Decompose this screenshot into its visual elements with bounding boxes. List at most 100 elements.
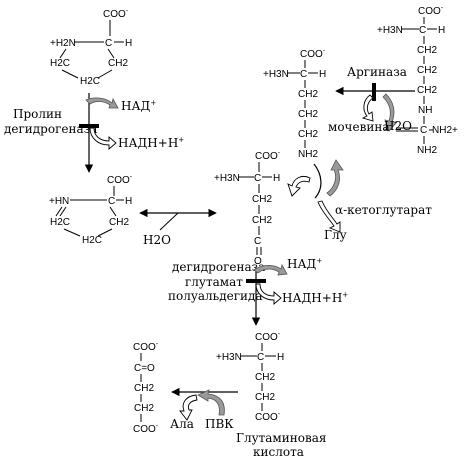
svg-text:CH2: CH2 <box>134 403 154 414</box>
svg-text:CH2: CH2 <box>109 217 129 228</box>
svg-text:CH2: CH2 <box>108 58 128 69</box>
nadh-curved-arrow-icon <box>89 127 117 150</box>
svg-text:+H3N: +H3N <box>377 25 403 36</box>
enzyme-bar-icon <box>79 124 99 128</box>
pvk-grey-arrow-icon <box>197 389 225 416</box>
svg-text:COO-: COO- <box>133 423 159 435</box>
svg-text:COO-: COO- <box>255 331 281 343</box>
svg-text:NH: NH <box>418 105 432 116</box>
water-label: H2O <box>384 119 412 133</box>
svg-text:+HN: +HN <box>49 196 69 207</box>
gsa-dehydrogenase-label-3: полуальдегида <box>168 289 263 303</box>
nad-label: НАД+ <box>121 99 156 113</box>
ala-white-arrow-icon <box>179 394 198 421</box>
svg-text:CH2: CH2 <box>252 215 272 226</box>
nadh-curved-arrow-2-icon <box>255 283 282 305</box>
transamination-ornithine-step: α-кетоглутарат Глу <box>287 159 432 242</box>
svg-text:COO-: COO- <box>300 48 326 60</box>
svg-text:C=O: C=O <box>134 363 155 374</box>
proline-coo: COO- <box>103 8 129 20</box>
svg-text:COO-: COO- <box>255 150 281 162</box>
proline-dehydrogenase-step: Пролин дегидрогеназа НАД+ НАДН+Н+ <box>4 93 184 173</box>
water-curved-arrow-icon <box>382 93 398 132</box>
svg-text:H2C: H2C <box>80 76 100 87</box>
svg-text:CH2: CH2 <box>298 89 318 100</box>
svg-text:C: C <box>257 352 264 363</box>
svg-text:CH2: CH2 <box>252 194 272 205</box>
svg-text:CH2: CH2 <box>255 372 275 383</box>
urea-label: мочевина <box>328 120 390 134</box>
transamination-white-arrow-icon <box>287 175 311 197</box>
svg-text:H: H <box>125 38 132 49</box>
svg-text:H: H <box>273 173 280 184</box>
urea-curved-arrow-icon <box>361 94 374 122</box>
svg-text:NH2+: NH2+ <box>432 125 458 136</box>
nad-curved-arrow-2-icon <box>253 263 288 276</box>
gsa-dehydrogenase-label-1: дегидрогеназа <box>172 260 265 274</box>
hydration-equilibrium: H2O <box>139 208 217 247</box>
alpha-ketoglutarate-molecule: COO- C=O CH2 CH2 COO- <box>133 341 159 435</box>
svg-text:CH2: CH2 <box>134 383 154 394</box>
svg-text:C: C <box>419 25 426 36</box>
proline-nh2: +H2N <box>50 38 76 49</box>
svg-text:C: C <box>420 125 427 136</box>
svg-text:CH2: CH2 <box>298 109 318 120</box>
nadh-label-2: НАДН+Н+ <box>282 291 348 305</box>
svg-text:H2C: H2C <box>82 235 102 246</box>
svg-text:CH2: CH2 <box>417 65 437 76</box>
svg-text:C: C <box>254 173 261 184</box>
svg-text:O: O <box>254 256 262 267</box>
proline-molecule: COO- +H2N C H H2C CH2 H2C <box>50 8 132 87</box>
svg-text:CH2: CH2 <box>298 129 318 140</box>
gsa-enzyme-bar-icon <box>246 279 266 283</box>
svg-text:C: C <box>108 196 115 207</box>
svg-text:CH2: CH2 <box>417 85 437 96</box>
svg-text:C: C <box>300 69 307 80</box>
ketoglutarate-grey-arrow-icon <box>326 159 344 197</box>
ala-label: Ала <box>170 417 194 431</box>
svg-text:H: H <box>277 352 284 363</box>
nadh-label: НАДН+Н+ <box>118 136 184 150</box>
proline-dehydrogenase-label-2: дегидрогеназа <box>4 122 97 136</box>
nad-curved-arrow-icon <box>85 97 119 109</box>
svg-text:H2C: H2C <box>50 58 70 69</box>
proline-dehydrogenase-label-1: Пролин <box>13 107 62 121</box>
svg-text:H: H <box>438 25 445 36</box>
arginase-bar-icon <box>372 83 376 101</box>
nad-label-2: НАД+ <box>287 257 322 271</box>
pvk-label: ПВК <box>205 417 234 431</box>
arginase-step: Аргиназа H2O мочевина <box>328 65 415 134</box>
transamination-glutamate-step: Ала ПВК <box>170 387 238 431</box>
svg-text:H2C: H2C <box>50 217 70 228</box>
svg-text:C: C <box>254 236 261 247</box>
glutamate-molecule: COO- +H3N C H CH2 CH2 COO- Глутаминовая … <box>216 331 326 459</box>
svg-text:CH2: CH2 <box>417 45 437 56</box>
ornithine-curved-path <box>313 163 322 199</box>
svg-text:H: H <box>125 196 132 207</box>
gsa-dehydrogenase-label-2: глутамат <box>185 275 243 289</box>
arginase-label: Аргиназа <box>347 65 407 79</box>
ornithine-molecule: COO- +H3N C H CH2 CH2 CH2 NH2 <box>263 48 326 160</box>
svg-text:NH2: NH2 <box>417 145 437 156</box>
arginine-molecule: COO- +H3N C H CH2 CH2 CH2 NH C NH2+ NH2 <box>377 5 458 156</box>
gsa-dehydrogenase-step: дегидрогеназа глутамат полуальдегида НАД… <box>168 257 348 326</box>
glutamic-acid-label-1: Глутаминовая <box>236 431 326 445</box>
pyrroline-carboxylate-molecule: COO- +HN C H H2C CH2 H2C <box>49 174 133 246</box>
svg-text:+H3N: +H3N <box>216 352 242 363</box>
svg-text:+H3N: +H3N <box>214 173 240 184</box>
svg-text:COO-: COO- <box>107 174 133 186</box>
glu-white-arrow-icon <box>317 200 341 233</box>
water-bottom-label: H2O <box>143 233 171 247</box>
svg-text:COO-: COO- <box>255 411 281 423</box>
glutamate-semialdehyde-molecule: COO- +H3N C H CH2 CH2 C O <box>214 150 281 267</box>
glutamic-acid-label-2: кислота <box>253 445 304 459</box>
svg-text:CH2: CH2 <box>255 392 275 403</box>
svg-text:C: C <box>105 38 112 49</box>
svg-text:COO-: COO- <box>418 5 444 17</box>
svg-text:+H3N: +H3N <box>263 69 289 80</box>
svg-text:NH2: NH2 <box>298 149 318 160</box>
glu-label: Глу <box>324 228 347 242</box>
ketoglutarate-label: α-кетоглутарат <box>335 203 432 217</box>
svg-text:COO-: COO- <box>133 341 159 353</box>
